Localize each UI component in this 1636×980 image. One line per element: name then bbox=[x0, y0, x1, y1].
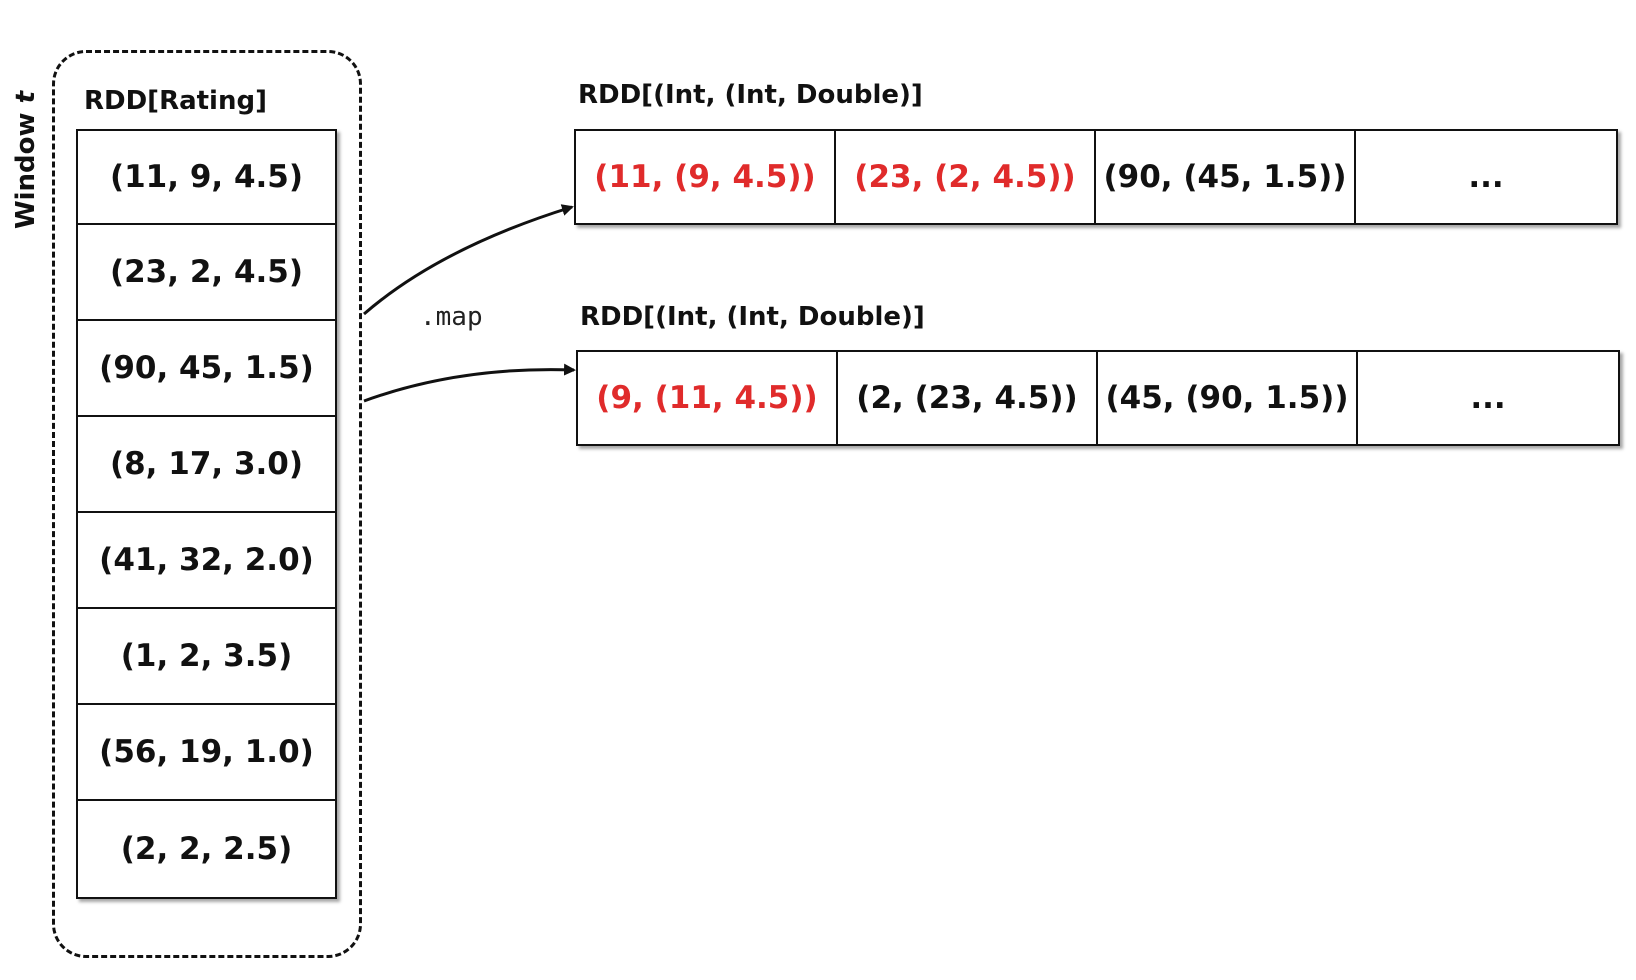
target-rdd-title-1: RDD[(Int, (Int, Double)] bbox=[578, 80, 923, 110]
target-rdd-title-2: RDD[(Int, (Int, Double)] bbox=[580, 302, 925, 332]
target-rdd-cell: (9, (11, 4.5)) bbox=[576, 350, 838, 446]
source-rdd-stack: (11, 9, 4.5) (23, 2, 4.5) (90, 45, 1.5) … bbox=[76, 129, 337, 899]
map-operation-label: .map bbox=[420, 302, 483, 332]
target-rdd-cell: (11, (9, 4.5)) bbox=[574, 129, 836, 225]
target-rdd-cell: (90, (45, 1.5)) bbox=[1094, 129, 1356, 225]
target-rdd-cell: ... bbox=[1356, 350, 1620, 446]
source-rdd-cell: (2, 2, 2.5) bbox=[76, 799, 337, 899]
target-rdd-row-1: (11, (9, 4.5)) (23, (2, 4.5)) (90, (45, … bbox=[574, 129, 1618, 225]
target-rdd-cell: ... bbox=[1354, 129, 1618, 225]
target-rdd-cell: (2, (23, 4.5)) bbox=[836, 350, 1098, 446]
target-rdd-cell: (45, (90, 1.5)) bbox=[1096, 350, 1358, 446]
map-arrow-to-second-rdd bbox=[363, 363, 576, 403]
map-arrow-to-first-rdd bbox=[363, 204, 574, 316]
source-rdd-title: RDD[Rating] bbox=[84, 86, 267, 116]
target-rdd-row-2: (9, (11, 4.5)) (2, (23, 4.5)) (45, (90, … bbox=[576, 350, 1620, 446]
source-rdd-cell: (23, 2, 4.5) bbox=[76, 223, 337, 321]
source-rdd-cell: (11, 9, 4.5) bbox=[76, 129, 337, 225]
source-rdd-cell: (41, 32, 2.0) bbox=[76, 511, 337, 609]
window-boundary bbox=[52, 50, 362, 958]
